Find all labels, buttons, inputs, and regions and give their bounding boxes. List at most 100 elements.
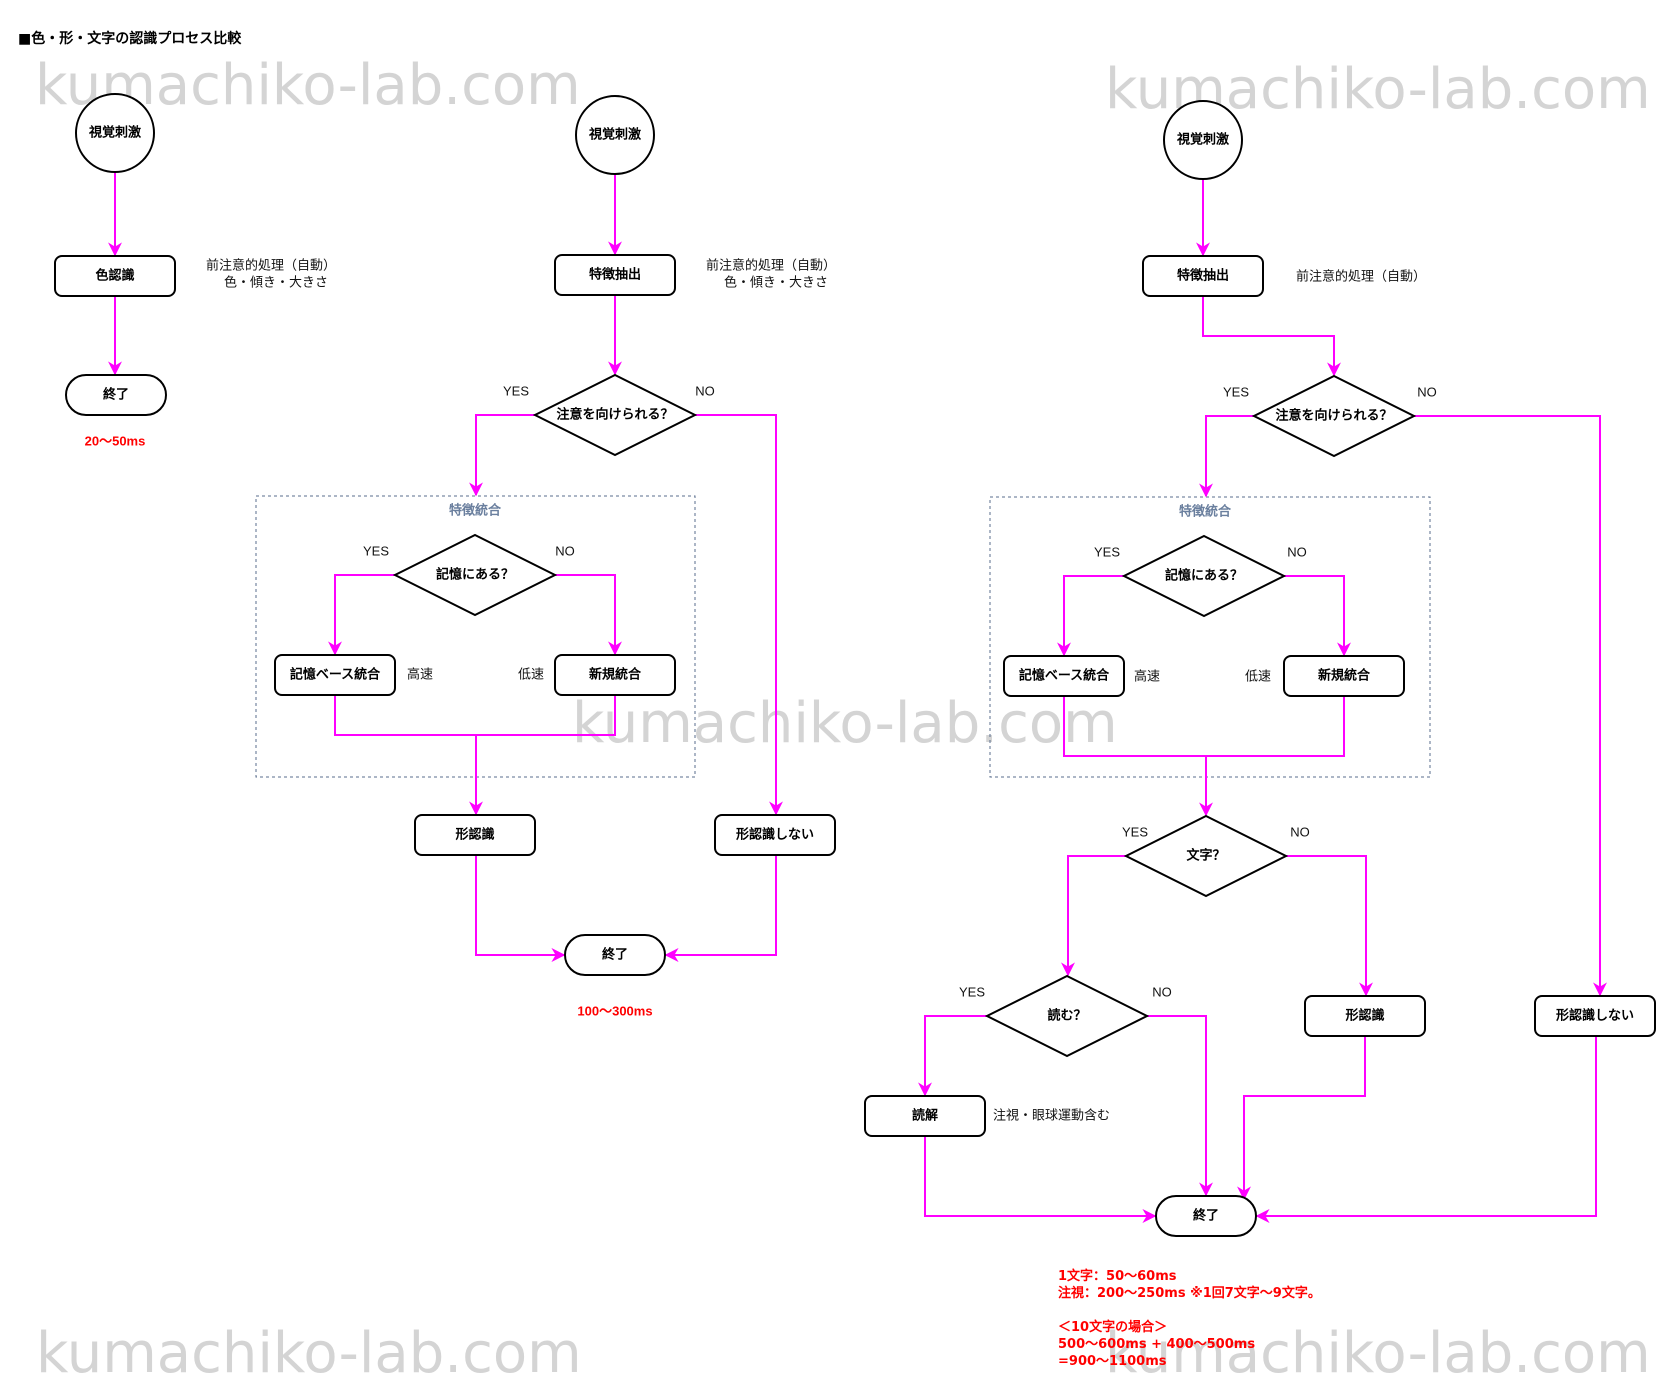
text-char-decision: [1123, 814, 1289, 898]
page-title: ■色・形・文字の認識プロセス比較: [18, 31, 242, 47]
edges: [108, 173, 1607, 1223]
text-shape-recognition-node: [1304, 995, 1426, 1037]
shape-memory-label: 記憶にある？: [436, 567, 514, 583]
shape-timing: 100〜300ms: [577, 1004, 652, 1019]
text-reading-label: 読解: [912, 1108, 938, 1124]
shape-recognition-label: 形認識: [455, 827, 494, 843]
shape-no-recognition-node: [714, 814, 836, 856]
shape-memory-decision: [392, 533, 558, 617]
text-new-integration-label: 新規統合: [1318, 668, 1371, 684]
color-recognition-label: 色認識: [95, 268, 134, 284]
text-attention-label: 注意を向けられる？: [1275, 408, 1392, 424]
shape-memory-yes: YES: [363, 544, 389, 559]
color-end-label: 終了: [103, 387, 129, 403]
edge-shape-attention-yes: [469, 414, 535, 497]
edge-text-memory-no: [1284, 575, 1351, 657]
text-slow-label: 低速: [1245, 670, 1271, 685]
edge-text-read-yes: [918, 1015, 987, 1097]
edge-text-attention-yes: [1199, 415, 1254, 498]
text-shape-recognition-label: 形認識: [1345, 1008, 1384, 1024]
shape-fast-label: 高速: [407, 667, 433, 683]
shape-annotation-line2: 色・傾き・大きさ: [724, 275, 828, 291]
edge-text-char-no: [1286, 855, 1373, 997]
watermark-bottom-right: kumachiko-lab.com: [1105, 1321, 1651, 1386]
text-note-line-2: 注視：200〜250ms ※1回7文字〜9文字。: [1058, 1285, 1321, 1301]
edge-shape-memory-no: [555, 574, 622, 656]
text-no-recognition-node: [1534, 995, 1656, 1037]
watermark-bottom-left: kumachiko-lab.com: [36, 1321, 582, 1386]
shape-attention-yes: YES: [503, 384, 529, 399]
text-read-decision: [984, 974, 1150, 1058]
text-attention-yes: YES: [1223, 385, 1249, 400]
text-attention-no: NO: [1417, 385, 1437, 400]
text-char-label: 文字？: [1186, 848, 1225, 864]
shape-attention-label: 注意を向けられる？: [556, 407, 673, 423]
shape-new-integration-node: [554, 654, 676, 696]
text-start-label: 視覚刺激: [1176, 132, 1230, 148]
feature-integration-label-text: 特徴統合: [1179, 504, 1232, 520]
edge-text-reading-to-end: [924, 1136, 1157, 1223]
text-memory-no: NO: [1287, 545, 1307, 560]
shape-slow-label: 低速: [518, 668, 544, 683]
shape-attention-decision: [532, 373, 698, 457]
shape-start-node: [575, 95, 655, 175]
text-end-node: [1155, 1195, 1257, 1237]
text-read-label: 読む？: [1047, 1008, 1086, 1024]
text-fast-label: 高速: [1134, 669, 1160, 685]
text-read-no: NO: [1152, 985, 1172, 1000]
text-note-line-4: ＜10文字の場合＞: [1058, 1319, 1167, 1335]
edge-text-recognition-to-end: [1237, 1036, 1366, 1201]
text-annotation: 前注意的処理（自動）: [1296, 269, 1426, 285]
text-memory-based-node: [1003, 655, 1125, 697]
text-note-line-1: 1文字：50〜60ms: [1058, 1268, 1177, 1284]
text-memory-label: 記憶にある？: [1165, 568, 1243, 584]
text-new-integration-node: [1283, 655, 1405, 697]
shape-end-node: [564, 934, 666, 976]
watermark-center: kumachiko-lab.com: [572, 691, 1118, 756]
shape-memory-based-label: 記憶ベース統合: [290, 667, 381, 683]
color-annotation-line2: 色・傾き・大きさ: [224, 275, 328, 291]
shape-start-label: 視覚刺激: [588, 127, 642, 143]
text-reading-node: [864, 1095, 986, 1137]
shape-flow: 視覚刺激 特徴抽出 前注意的処理（自動） 色・傾き・大きさ 注意を向けられる？ …: [274, 95, 836, 1019]
shape-extract-label: 特徴抽出: [589, 267, 641, 283]
text-memory-yes: YES: [1094, 545, 1120, 560]
color-annotation-line1: 前注意的処理（自動）: [206, 258, 336, 274]
text-note-line-6: =900〜1100ms: [1058, 1354, 1167, 1369]
color-end-node: [65, 374, 167, 416]
shape-extract-node: [554, 254, 676, 296]
edge-text-no-recognition-to-end: [1255, 1036, 1597, 1223]
text-start-node: [1163, 100, 1243, 180]
color-start-node: [75, 93, 155, 173]
text-extract-label: 特徴抽出: [1177, 268, 1229, 284]
shape-annotation-line1: 前注意的処理（自動）: [706, 258, 836, 274]
edge-shape-no-recognition-to-end: [664, 855, 777, 962]
color-start-label: 視覚刺激: [88, 125, 142, 141]
text-no-recognition-label: 形認識しない: [1556, 1008, 1634, 1024]
shape-attention-no: NO: [695, 384, 715, 399]
feature-integration-label-shape: 特徴統合: [449, 503, 502, 519]
text-flow: 視覚刺激 特徴抽出 前注意的処理（自動） 注意を向けられる？ YES NO 記憶…: [864, 100, 1656, 1369]
text-read-yes: YES: [959, 985, 985, 1000]
shape-memory-based-node: [274, 654, 396, 696]
shape-new-integration-label: 新規統合: [589, 667, 642, 683]
color-timing: 20〜50ms: [85, 434, 146, 449]
color-flow: 視覚刺激 色認識 前注意的処理（自動） 色・傾き・大きさ 終了 20〜50ms: [54, 93, 336, 449]
shape-end-label: 終了: [602, 947, 628, 963]
text-end-label: 終了: [1193, 1208, 1219, 1224]
text-memory-decision: [1121, 534, 1287, 618]
text-extract-node: [1142, 255, 1264, 297]
edge-text-char-yes: [1061, 855, 1126, 977]
edge-text-attention-no: [1414, 415, 1607, 997]
shape-memory-no: NO: [555, 544, 575, 559]
edge-shape-memory-yes: [328, 574, 395, 656]
edge-shape-attention-no: [695, 414, 783, 816]
text-note-line-5: 500〜600ms + 400〜500ms: [1058, 1337, 1255, 1352]
text-memory-based-label: 記憶ベース統合: [1019, 668, 1110, 684]
shape-no-recognition-label: 形認識しない: [736, 827, 814, 843]
edge-text-merge: [1063, 696, 1345, 757]
text-char-no: NO: [1290, 825, 1310, 840]
text-attention-decision: [1251, 374, 1417, 458]
text-char-yes: YES: [1122, 825, 1148, 840]
